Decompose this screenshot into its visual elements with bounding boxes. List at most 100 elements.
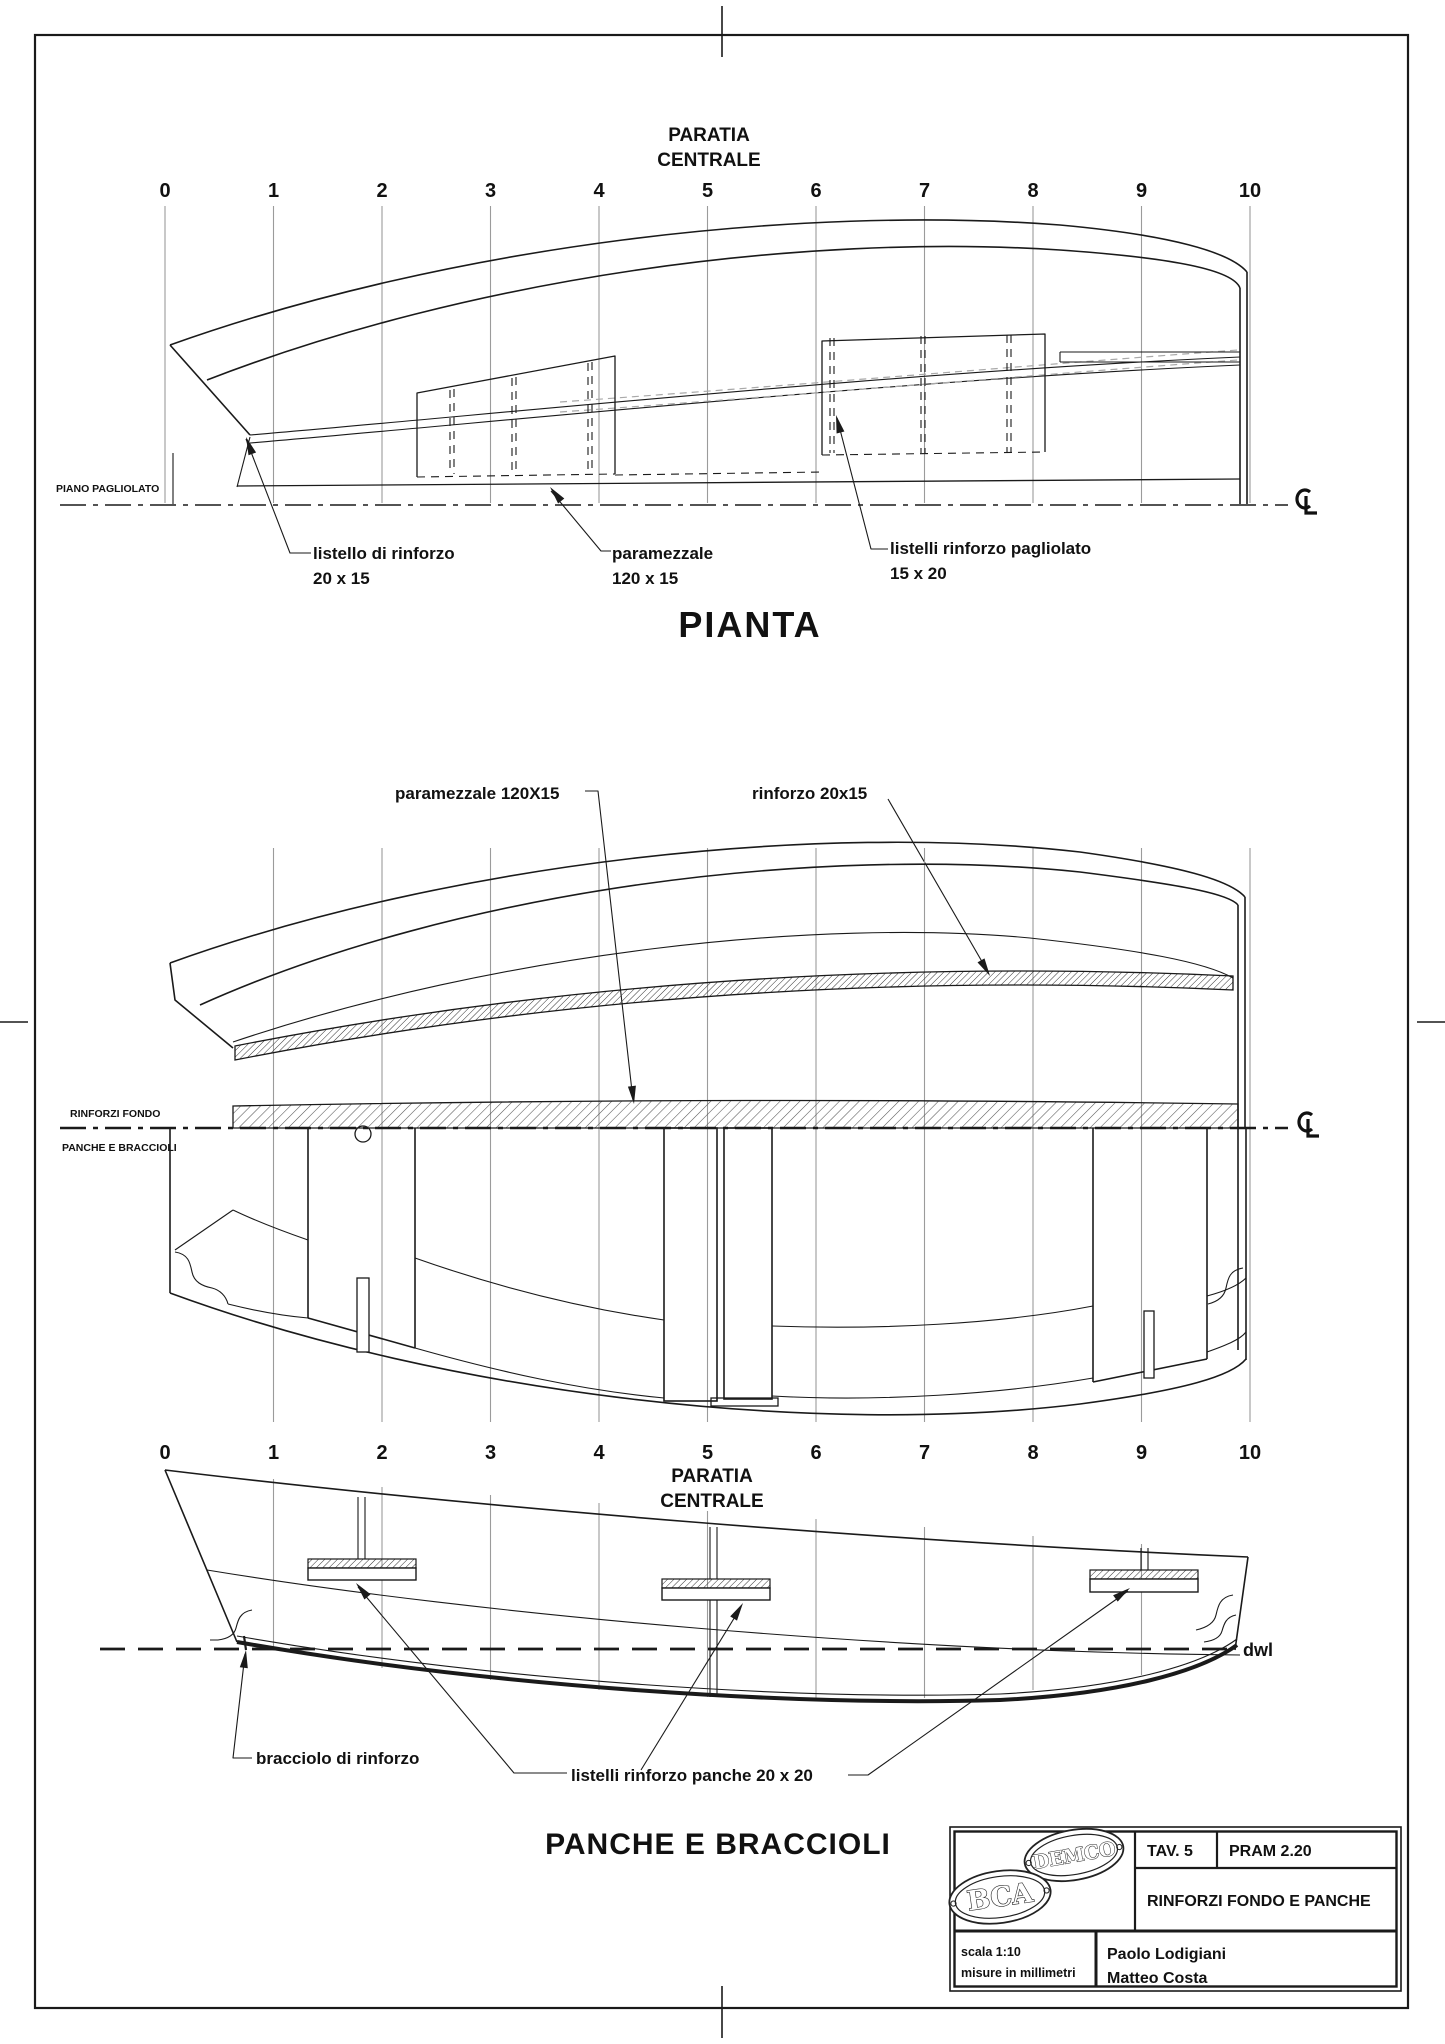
bottom-hull-profile [164, 1469, 1249, 1704]
mid-callout-paramezzale: paramezzale 120X15 [395, 784, 559, 803]
author-2: Matteo Costa [1107, 1970, 1208, 1987]
bottom-station-numbers: 0 1 2 3 4 5 6 7 8 9 10 [159, 1442, 1261, 1464]
waterline: dwl [100, 1640, 1273, 1660]
demco-logo: DEMCO [1023, 1827, 1125, 1883]
bow-bracciolo [210, 1609, 253, 1641]
bench-listello-strip [307, 1558, 417, 1569]
scale-label: scala 1:10 [961, 1945, 1021, 1959]
callout-pagliolato-line2: 15 x 20 [890, 564, 947, 583]
station-number: 8 [1027, 1442, 1038, 1464]
station-number: 10 [1239, 180, 1261, 202]
top-bulkhead-label-line1: PARATIA [668, 125, 750, 146]
top-centerline [60, 488, 1319, 515]
mid-station-grid [272, 848, 1251, 1422]
floor-panel-fore [416, 355, 616, 478]
top-callouts: listello di rinforzo 20 x 15 paramezzale… [245, 415, 1091, 588]
callout-listelli-panche: listelli rinforzo panche 20 x 20 [571, 1766, 813, 1785]
station-number: 6 [810, 1442, 821, 1464]
station-number: 3 [485, 180, 496, 202]
mid-lower-half-panche [169, 1125, 1247, 1416]
pagliolato-plane-line [236, 478, 1241, 487]
station-number: 6 [810, 180, 821, 202]
bench-listello [356, 1277, 370, 1353]
stern-bracciolo-2 [1203, 1614, 1237, 1643]
callout-paramezzale-line1: paramezzale [612, 544, 713, 563]
bench-aft-side [1089, 1548, 1199, 1593]
bottom-bulkhead-label-line2: CENTRALE [660, 1491, 763, 1512]
bench-listello-strip [1089, 1569, 1199, 1580]
rinforzo-hatched-strip [234, 970, 1234, 1061]
top-hull-outline [169, 219, 1248, 504]
station-number: 7 [919, 180, 930, 202]
station-number: 5 [702, 1442, 713, 1464]
mid-upper-half-rinforzi-fondo [169, 841, 1246, 1129]
sheer-line [164, 1469, 1249, 1558]
station-number: 4 [593, 1442, 605, 1464]
station-number: 10 [1239, 1442, 1261, 1464]
station-number: 0 [159, 1442, 170, 1464]
station-number: 1 [268, 180, 279, 202]
mid-callout-rinforzo: rinforzo 20x15 [752, 784, 867, 803]
top-station-numbers: 0 1 2 3 4 5 6 7 8 9 10 [159, 180, 1261, 202]
bench-central-plan [663, 1127, 779, 1407]
mid-side-label-bottom: PANCHE E BRACCIOLI [62, 1142, 177, 1154]
waterline-label: dwl [1243, 1640, 1273, 1660]
station-number: 7 [919, 1442, 930, 1464]
bottom-callouts: bracciolo di rinforzo listelli rinforzo … [232, 1583, 1130, 1785]
mid-side-label-top: RINFORZI FONDO [70, 1108, 160, 1120]
station-number: 2 [376, 1442, 387, 1464]
station-number: 4 [593, 180, 605, 202]
sheet-border [33, 33, 1410, 2010]
centerline-symbol [1295, 488, 1319, 515]
bench-plank [661, 1587, 771, 1601]
station-number: 5 [702, 180, 713, 202]
floor-panel-aft [821, 333, 1046, 456]
callout-pagliolato-line1: listelli rinforzo pagliolato [890, 539, 1091, 558]
mid-centerline [60, 1111, 1321, 1138]
bench-plank [1089, 1578, 1199, 1593]
author-1: Paolo Lodigiani [1107, 1946, 1226, 1963]
station-number: 9 [1136, 1442, 1147, 1464]
stern-bracciolo-1 [1195, 1594, 1234, 1631]
bottom-view-panche: 0 1 2 3 4 5 6 7 8 9 10 PARATIA CENTRALE [100, 1442, 1273, 1861]
stern-bracciolo-plan [1207, 1267, 1244, 1305]
keel-line [236, 1640, 1239, 1704]
top-station-grid [164, 206, 1251, 503]
top-bulkhead-label-line2: CENTRALE [657, 150, 760, 171]
bench-plank [307, 1567, 417, 1581]
top-view-title: PIANTA [678, 604, 821, 645]
top-view-pianta: PARATIA CENTRALE 0 1 2 3 4 5 6 7 8 9 10 [56, 125, 1319, 645]
drawing-title: RINFORZI FONDO E PANCHE [1147, 1893, 1371, 1910]
bca-logo: BCA [948, 1869, 1052, 1925]
units-label: misure in millimetri [961, 1966, 1076, 1980]
top-floorboard-panels [416, 333, 1046, 478]
station-number: 9 [1136, 180, 1147, 202]
callout-listello-line1: listello di rinforzo [313, 544, 455, 563]
bench-central-side [661, 1527, 771, 1697]
model-code: PRAM 2.20 [1229, 1843, 1312, 1860]
chine-line [206, 1569, 1241, 1656]
station-number: 0 [159, 180, 170, 202]
stern-transom [1234, 1556, 1249, 1651]
station-number: 1 [268, 1442, 279, 1464]
top-side-label: PIANO PAGLIOLATO [56, 483, 159, 495]
bottom-bulkhead-label-line1: PARATIA [671, 1466, 753, 1487]
title-block: DEMCO BCA TAV. 5 PRAM 2.20 RINFORZI FOND… [948, 1826, 1402, 1992]
bottom-view-title: PANCHE E BRACCIOLI [545, 1828, 891, 1861]
bow-bracciolo-toe [242, 1635, 248, 1651]
bench-fore-side [307, 1497, 417, 1581]
paramezzale-hatched-band [232, 1099, 1239, 1129]
callout-bracciolo: bracciolo di rinforzo [256, 1749, 419, 1768]
station-number: 2 [376, 180, 387, 202]
middle-view: paramezzale 120X15 rinforzo 20x15 [60, 784, 1321, 1422]
drain-hole [354, 1125, 372, 1143]
bench-listello-strip [661, 1578, 771, 1589]
bench-aft-plan [1092, 1128, 1208, 1383]
bench-listello [1143, 1310, 1155, 1379]
station-number: 8 [1027, 180, 1038, 202]
centerline-symbol [1297, 1111, 1321, 1138]
bench-fore-plan [307, 1128, 416, 1353]
callout-listello-line2: 20 x 15 [313, 569, 370, 588]
